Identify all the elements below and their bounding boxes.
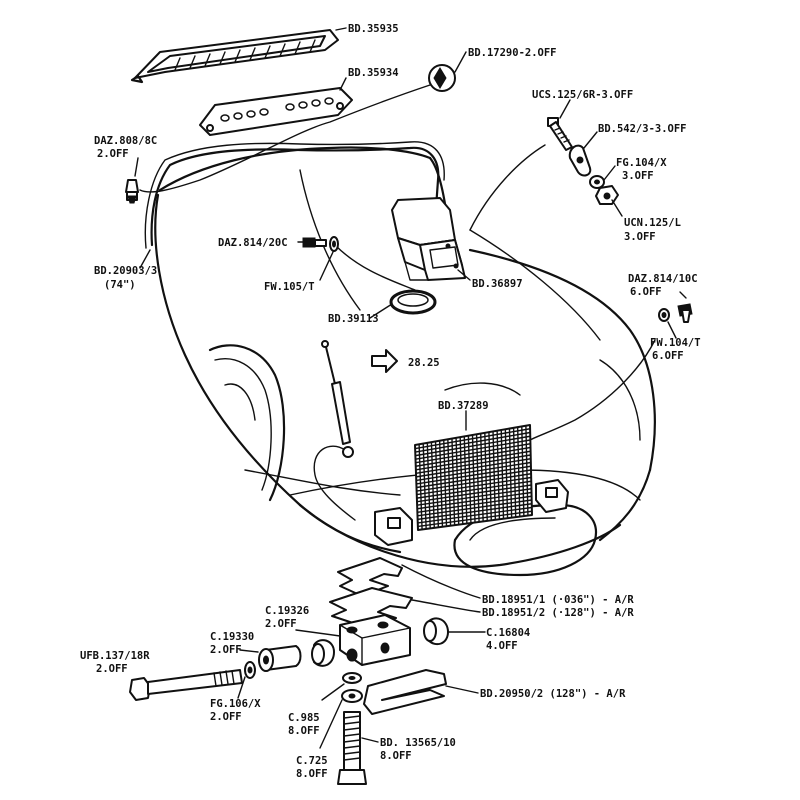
screw-ucs125 bbox=[547, 117, 573, 151]
label-fg104: FG.104/X bbox=[616, 157, 667, 169]
label-daz808-qty: 2.OFF bbox=[97, 148, 129, 160]
label-daz808: DAZ.808/8C bbox=[94, 135, 157, 147]
label-bd20950: BD.20950/2 (128") - A/R bbox=[480, 688, 626, 700]
label-ucs125: UCS.125/6R-3.OFF bbox=[532, 89, 633, 101]
label-c16804-qty: 4.OFF bbox=[486, 640, 518, 652]
reference-arrow bbox=[371, 349, 398, 373]
vent-mounting-plate bbox=[199, 87, 353, 136]
label-c19330-qty: 2.OFF bbox=[210, 644, 242, 656]
screw-daz808 bbox=[125, 179, 139, 204]
mounting-block bbox=[339, 614, 411, 666]
sealing-ring bbox=[389, 289, 437, 315]
leader-lines bbox=[134, 27, 687, 749]
label-ufb137: UFB.137/18R bbox=[80, 650, 150, 662]
screw-daz814-20c bbox=[302, 237, 327, 248]
label-c985-qty: 8.OFF bbox=[288, 725, 320, 737]
label-fg106: FG.106/X bbox=[210, 698, 261, 710]
washer-fg104 bbox=[589, 175, 605, 189]
shim-bd18951-1 bbox=[337, 557, 403, 597]
label-fw104: FW.104/T bbox=[650, 337, 701, 349]
label-c19330: C.19330 bbox=[210, 631, 254, 643]
label-bd18951-2: BD.18951/2 (·128") - A/R bbox=[482, 607, 634, 619]
label-bd20903-len: (74") bbox=[104, 279, 136, 291]
label-fg106-qty: 2.OFF bbox=[210, 711, 242, 723]
bonnet-clip bbox=[428, 64, 456, 92]
rubber-bush-c16804 bbox=[423, 617, 449, 646]
air-intake-box bbox=[391, 197, 466, 281]
label-c725-qty: 8.OFF bbox=[296, 768, 328, 780]
label-daz814-10c: DAZ.814/10C bbox=[628, 273, 698, 285]
label-ufb137-qty: 2.OFF bbox=[96, 663, 128, 675]
label-bd20903: BD.20903/3 bbox=[94, 265, 157, 277]
gas-strut bbox=[321, 340, 354, 458]
label-bd17290: BD.17290-2.OFF bbox=[468, 47, 557, 59]
label-c19326-qty: 2.OFF bbox=[265, 618, 297, 630]
bonnet-seal-strip bbox=[144, 141, 445, 249]
rubber-bush-left bbox=[311, 639, 335, 667]
label-bd37289: BD.37289 bbox=[438, 400, 489, 412]
label-daz814-10c-qty: 6.OFF bbox=[630, 286, 662, 298]
label-ref-2825: 28.25 bbox=[408, 357, 440, 369]
label-fw104-qty: 6.OFF bbox=[652, 350, 684, 362]
label-ucn125: UCN.125/L bbox=[624, 217, 681, 229]
label-daz814-20c: DAZ.814/20C bbox=[218, 237, 288, 249]
nut-ucn125 bbox=[595, 185, 619, 205]
label-bd18951-1: BD.18951/1 (·036") - A/R bbox=[482, 594, 634, 606]
label-fg104-qty: 3.OFF bbox=[622, 170, 654, 182]
bonnet-body bbox=[154, 146, 656, 577]
washer-c985 bbox=[342, 672, 362, 684]
bolt-ufb137 bbox=[129, 669, 243, 701]
bolt-bd13565 bbox=[337, 711, 367, 785]
bush-bd542 bbox=[568, 144, 592, 177]
washer-c725 bbox=[341, 689, 363, 703]
cable-lines bbox=[139, 84, 656, 521]
label-ucn125-qty: 3.OFF bbox=[624, 231, 656, 243]
radiator-grille bbox=[414, 424, 533, 531]
slotted-shim-bd20950 bbox=[363, 669, 447, 715]
bonnet-vent-grille bbox=[130, 29, 339, 84]
label-fw105: FW.105/T bbox=[264, 281, 315, 293]
label-bd13565: BD. 13565/10 bbox=[380, 737, 456, 749]
label-bd36897: BD.36897 bbox=[472, 278, 523, 290]
washer-fw105 bbox=[329, 236, 339, 252]
washer-fw104 bbox=[658, 308, 670, 322]
grille-mount-brackets bbox=[374, 479, 569, 546]
label-bd13565-qty: 8.OFF bbox=[380, 750, 412, 762]
label-c16804: C.16804 bbox=[486, 627, 530, 639]
part-labels: BD.35935 BD.17290-2.OFF BD.35934 UCS.125… bbox=[80, 23, 701, 780]
label-bd35935: BD.35935 bbox=[348, 23, 399, 35]
label-bd542: BD.542/3-3.OFF bbox=[598, 123, 687, 135]
label-bd39113: BD.39113 bbox=[328, 313, 379, 325]
label-c19326: C.19326 bbox=[265, 605, 309, 617]
spacer-c19330 bbox=[258, 645, 302, 672]
washer-fg106 bbox=[244, 661, 256, 679]
screw-daz814-10c bbox=[677, 303, 693, 323]
label-bd35934: BD.35934 bbox=[348, 67, 399, 79]
label-c985: C.985 bbox=[288, 712, 320, 724]
label-c725: C.725 bbox=[296, 755, 328, 767]
